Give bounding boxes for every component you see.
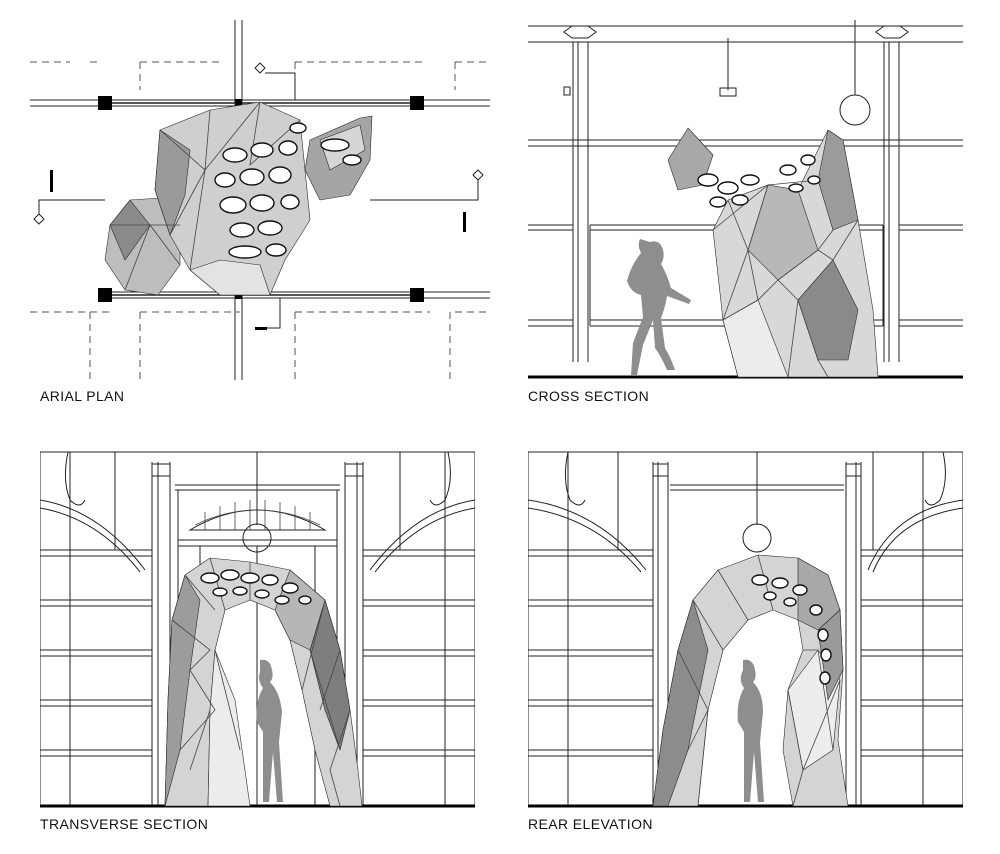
person-silhouette [627,239,691,375]
panel-transverse-section [40,450,475,810]
cross-section-sculpture [667,127,879,378]
person-silhouette [737,659,764,802]
panel-cross-section [528,20,963,382]
section-markers [33,62,484,330]
plan-dashed-grid [30,61,490,380]
panel-rear-elevation [528,450,963,810]
caption-cross-section: CROSS SECTION [528,388,650,404]
plan-columns [98,96,424,302]
arial-plan-drawing [30,20,490,380]
transverse-sculpture [164,557,363,807]
rear-elevation-drawing [528,451,963,808]
cross-section-drawing [528,20,963,379]
plan-sculpture [104,101,373,296]
caption-transverse-section: TRANSVERSE SECTION [40,816,209,832]
transverse-section-drawing [40,451,475,808]
caption-rear-elevation: REAR ELEVATION [528,816,653,832]
panel-arial-plan [30,20,490,380]
caption-arial-plan: ARIAL PLAN [40,388,125,404]
rear-sculpture [652,554,849,807]
pendant-lamp [242,523,272,553]
person-silhouette [256,659,283,802]
pendant-lamp [839,94,871,126]
pendant-lamp [742,523,772,553]
